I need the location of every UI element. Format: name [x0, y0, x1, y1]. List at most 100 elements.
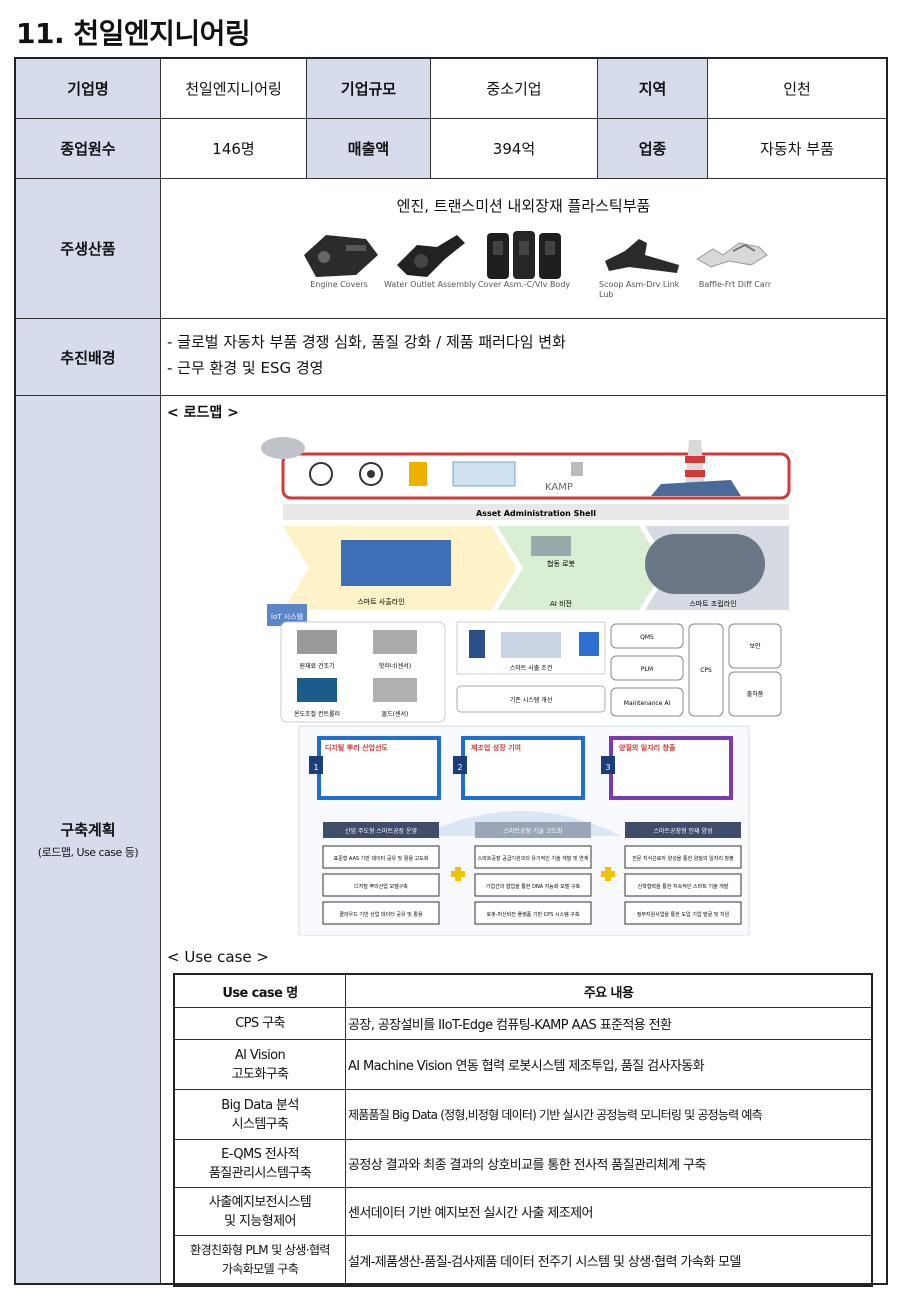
line1-text: 스마트 사출라인 — [357, 597, 404, 606]
background-label: 추진배경 — [16, 319, 161, 395]
page-title: 11. 천일엔지니어링 — [16, 17, 251, 50]
s1-item2: 디지털 뿌리산업 모델구축 — [354, 883, 408, 890]
company-name-label: 기업명 — [16, 59, 161, 118]
industry-label: 업종 — [598, 119, 708, 178]
maint-text: Maintenance AI — [624, 700, 671, 707]
s1-item3: 클라우드 기반 산업 데이터 공유 및 활용 — [339, 911, 423, 918]
sales-label: 매출액 — [307, 119, 431, 178]
line2-text: 협동 로봇 — [547, 559, 576, 568]
goal3-num: 3 — [605, 763, 610, 772]
industry-value: 자동차 부품 — [708, 119, 886, 178]
company-table: 기업명 천일엔지니어링 기업규모 중소기업 지역 인천 종업원수 146명 매출… — [14, 57, 888, 1287]
table-row: CPS 구축 공장, 공장설비를 IIoT-Edge 컴퓨팅-KAMP AAS … — [173, 1007, 873, 1040]
products-title: 엔진, 트랜스미션 내외장재 플라스틱부품 — [396, 197, 651, 215]
line4-text: 스마트 조립라인 — [689, 599, 736, 608]
scoop-asm-image — [605, 239, 679, 273]
iot-item-2: 핫러너(센서) — [379, 662, 411, 670]
s3-item2: 산학협력을 통한 지속적인 스마트 기술 개발 — [638, 883, 729, 890]
background-content: - 글로벌 자동차 부품 경쟁 심화, 품질 강화 / 제품 패러다임 변화 -… — [161, 319, 886, 395]
company-size-value: 중소기업 — [431, 59, 598, 118]
company-size-label: 기업규모 — [307, 59, 431, 118]
employees-label: 종업원수 — [16, 119, 161, 178]
strategy1-head: 산업 주도형 스마트공장 운영 — [345, 827, 417, 835]
usecase-content: 설계-제품생산-품질-검사제품 데이터 전주기 시스템 및 상생·협력 가속화 … — [345, 1235, 873, 1286]
company-name-value: 천일엔지니어링 — [161, 59, 307, 118]
goal2-title: 제조업 성장 기여 — [471, 743, 521, 752]
products-content: 엔진, 트랜스미션 내외장재 플라스틱부품 Engine Covers Wate… — [161, 179, 886, 318]
s1-item1: 표준형 AAS 기반 데이터 공유 및 활용 고도화 — [334, 855, 429, 862]
strategy3-head: 스마트공장형 인재 양성 — [653, 827, 712, 835]
products-row: 주생산품 엔진, 트랜스미션 내외장재 플라스틱부품 Engine Covers… — [16, 179, 886, 319]
cps-text: CPS — [700, 667, 712, 674]
usecase-content: 센서데이터 기반 예지보전 실시간 사출 제조제어 — [345, 1187, 873, 1236]
smart-cond-text: 스마트 사출 조건 — [510, 664, 552, 672]
usecase-header-name: Use case 명 — [173, 973, 346, 1008]
engine-cover-image — [304, 235, 378, 277]
plm-text: PLM — [641, 666, 653, 673]
roadmap-diagram: KAMP Asset Administration Shell 스마트 사출라인… — [261, 437, 791, 936]
plan-sublabel: (로드맵, Use case 등) — [37, 846, 139, 859]
background-line-1: - 글로벌 자동차 부품 경쟁 심화, 품질 강화 / 제품 패러다임 변화 — [167, 333, 566, 351]
qms-text: QMS — [640, 634, 654, 641]
plan-row: 구축계획 (로드맵, Use case 등) < 로드맵 > KAMP — [16, 396, 886, 1287]
usecase-content: AI Machine Vision 연동 협력 로봇시스템 제조투입, 품질 검… — [345, 1039, 873, 1090]
goal2-num: 2 — [457, 763, 462, 772]
sensor-text: 출하품 — [747, 690, 764, 698]
goal1-num: 1 — [313, 763, 318, 772]
water-outlet-image — [397, 235, 465, 277]
usecase-header-row: Use case 명 주요 내용 — [173, 973, 873, 1008]
region-value: 인천 — [708, 59, 886, 118]
usecase-header-content: 주요 내용 — [345, 973, 873, 1008]
usecase-label: < Use case > — [167, 948, 269, 966]
product-caption-2: Water Outlet Assembly — [383, 280, 477, 289]
aas-bar-text: Asset Administration Shell — [476, 509, 596, 518]
usecase-content: 제품품질 Big Data (정형,비정형 데이터) 기반 실시간 공정능력 모… — [345, 1089, 873, 1140]
existing-text: 기존 시스템 개선 — [510, 696, 552, 704]
baffle-image — [696, 242, 768, 268]
plan-label: 구축계획 (로드맵, Use case 등) — [16, 396, 161, 1283]
iot-item-3: 온도조절 컨트롤러 — [294, 710, 340, 718]
info-row-1: 기업명 천일엔지니어링 기업규모 중소기업 지역 인천 — [16, 59, 886, 119]
usecase-name: CPS 구축 — [173, 1007, 346, 1040]
plan-content: < 로드맵 > KAMP Asset Administration — [161, 396, 886, 1287]
s2-item1: 스마트공장 공급기관과의 유기적인 기술 개발 및 연계 — [478, 855, 589, 862]
strategy2-head: 스마트공장 기술 고도화 — [503, 827, 562, 835]
s3-item1: 전문 지식근로자 양성을 통한 양질의 일자리 창출 — [632, 855, 734, 862]
product-caption-3: Cover Asm.-C/Vlv Body — [477, 280, 571, 289]
background-row: 추진배경 - 글로벌 자동차 부품 경쟁 심화, 품질 강화 / 제품 패러다임… — [16, 319, 886, 396]
usecase-table: Use case 명 주요 내용 CPS 구축 공장, 공장설비를 IIoT-E… — [173, 973, 873, 1287]
s3-item3: 정부지원사업을 통한 도입 기업 발굴 및 지원 — [637, 911, 730, 918]
iot-item-4: 몰드(센서) — [382, 710, 409, 718]
employees-value: 146명 — [161, 119, 307, 178]
info-row-2: 종업원수 146명 매출액 394억 업종 자동차 부품 — [16, 119, 886, 179]
roadmap-label: < 로드맵 > — [167, 405, 239, 421]
security-text: 보안 — [749, 642, 761, 650]
goal3-title: 양질의 일자리 창출 — [619, 743, 676, 752]
iot-text: IoT 시스템 — [271, 613, 303, 621]
usecase-content: 공장, 공장설비를 IIoT-Edge 컴퓨팅-KAMP AAS 표준적용 전환 — [345, 1007, 873, 1040]
cover-asm-image — [487, 231, 561, 279]
usecase-content: 공정상 결과와 최종 결과의 상호비교를 통한 전사적 품질관리체계 구축 — [345, 1139, 873, 1188]
sales-value: 394억 — [431, 119, 598, 178]
goal1-title: 디지털 뿌리 산업선도 — [325, 743, 388, 752]
product-caption-5: Baffle-Frt Diff Carr — [698, 280, 772, 289]
region-label: 지역 — [598, 59, 708, 118]
s2-item2: 기업간의 협업을 통한 DNA 지능화 모델 구축 — [486, 883, 581, 890]
product-caption-4: Scoop Asm-Drv Link Lub — [599, 280, 680, 299]
product-caption-1: Engine Covers — [310, 280, 368, 289]
iot-item-1: 원재료 건조기 — [299, 662, 334, 670]
s2-item3: 로봇-머신비전 플랫폼 기반 CPS 시스템 구축 — [486, 911, 579, 918]
products-label: 주생산품 — [16, 179, 161, 318]
line3-text: AI 비전 — [550, 599, 572, 608]
background-line-2: - 근무 환경 및 ESG 경영 — [167, 359, 324, 377]
